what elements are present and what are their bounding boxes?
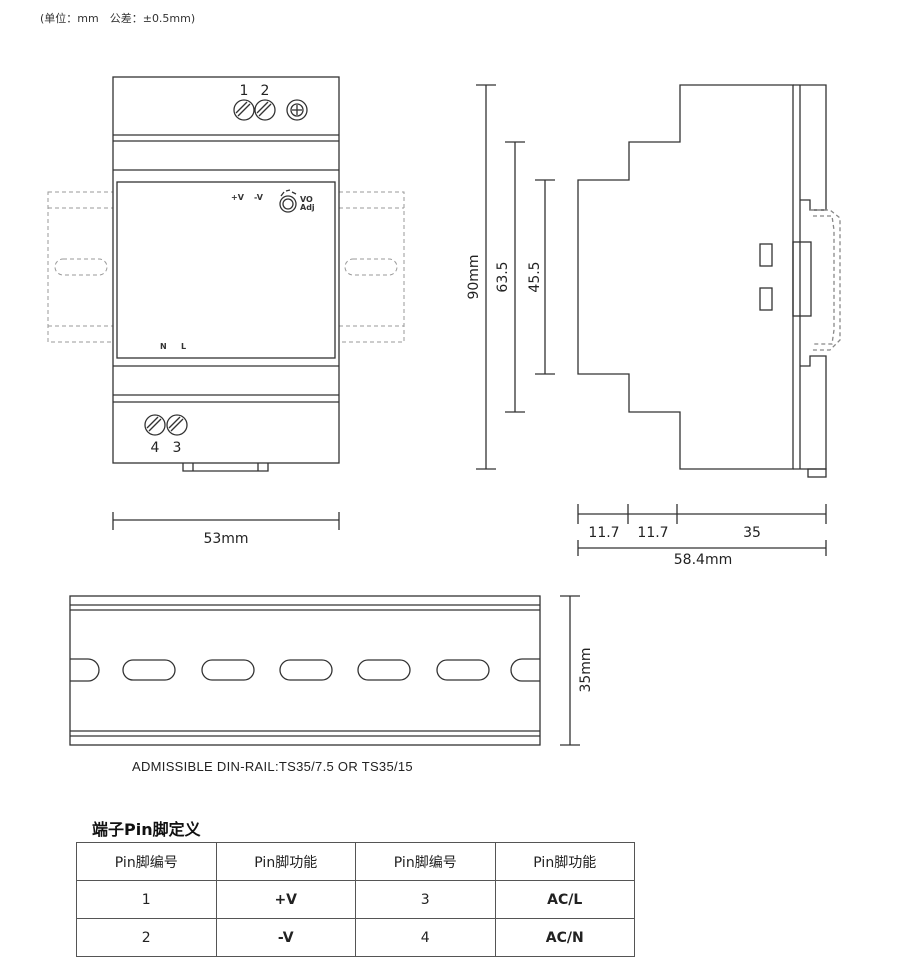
table-cell: +V [215, 880, 356, 919]
side-view [476, 84, 841, 556]
adjust-screw-icon [286, 99, 308, 121]
height-63-dimension [505, 141, 525, 413]
rail-slot [357, 659, 411, 681]
rail-height-label: 35mm [578, 647, 594, 692]
terminal-1-icon [233, 99, 255, 121]
table-row: 2 -V 4 AC/N [76, 918, 635, 957]
depth-segments-dimension [577, 504, 827, 524]
total-depth-label: 58.4mm [674, 552, 732, 568]
table-cell: 3 [355, 880, 496, 919]
side-profile-outline [577, 84, 794, 470]
front-panel [116, 181, 336, 359]
rail-outline [69, 595, 541, 746]
label-l: L [181, 342, 186, 351]
rail-slot [122, 659, 176, 681]
height-90-dimension [476, 84, 496, 470]
vent-slot-upper [759, 243, 773, 267]
table-row: 1 +V 3 AC/L [76, 880, 635, 919]
pin-label-1: 1 [240, 83, 249, 99]
rail-slot [436, 659, 490, 681]
rail-slot [201, 659, 255, 681]
depth-seg-2-label: 11.7 [637, 525, 668, 541]
pin-label-4: 4 [151, 440, 160, 456]
rail-slot [279, 659, 333, 681]
depth-seg-1-label: 11.7 [588, 525, 619, 541]
table-cell: -V [215, 918, 356, 957]
table-cell: AC/N [494, 918, 635, 957]
label-adj: Adj [300, 203, 315, 212]
height-45-label: 45.5 [527, 261, 543, 292]
width-dimension [112, 512, 340, 530]
table-header-cell: Pin脚编号 [355, 842, 496, 881]
pin-definition-table: Pin脚编号 Pin脚功能 Pin脚编号 Pin脚功能 1 +V 3 AC/L … [76, 842, 635, 957]
terminal-2-icon [254, 99, 276, 121]
unit-note: (单位：mm 公差：±0.5mm) [40, 12, 196, 25]
table-cell: 1 [76, 880, 217, 919]
rail-end-notch-left [70, 658, 100, 682]
label-pos-v: +V [231, 193, 245, 202]
front-view [47, 76, 405, 530]
label-n: N [160, 342, 167, 351]
table-header-cell: Pin脚功能 [215, 842, 356, 881]
pin-table-title: 端子Pin脚定义 [92, 820, 201, 839]
pin-label-3: 3 [173, 440, 182, 456]
height-63-label: 63.5 [495, 261, 511, 292]
width-dim-label: 53mm [203, 531, 248, 547]
table-header-cell: Pin脚编号 [76, 842, 217, 881]
housing-outline [112, 76, 340, 464]
table-header-cell: Pin脚功能 [494, 842, 635, 881]
table-header-row: Pin脚编号 Pin脚功能 Pin脚编号 Pin脚功能 [76, 842, 635, 881]
table-cell: 2 [76, 918, 217, 957]
rail-caption: ADMISSIBLE DIN-RAIL:TS35/7.5 OR TS35/15 [132, 759, 413, 774]
potentiometer-icon [279, 189, 297, 213]
label-vo: VO [300, 195, 313, 204]
din-rail [69, 595, 580, 746]
total-depth-dimension [577, 540, 827, 556]
vent-slot-lower [759, 287, 773, 311]
table-cell: 4 [355, 918, 496, 957]
terminal-4-icon [144, 414, 166, 436]
height-90-label: 90mm [466, 254, 482, 299]
table-cell: AC/L [494, 880, 635, 919]
rail-height-dimension [560, 595, 580, 746]
pin-label-2: 2 [261, 83, 270, 99]
rail-behind-left [47, 191, 114, 343]
rail-end-notch-right [510, 658, 540, 682]
depth-seg-3-label: 35 [743, 525, 761, 541]
label-neg-v: -V [254, 193, 264, 202]
terminal-3-icon [166, 414, 188, 436]
rail-behind-right [338, 191, 405, 343]
height-45-dimension [535, 179, 555, 375]
